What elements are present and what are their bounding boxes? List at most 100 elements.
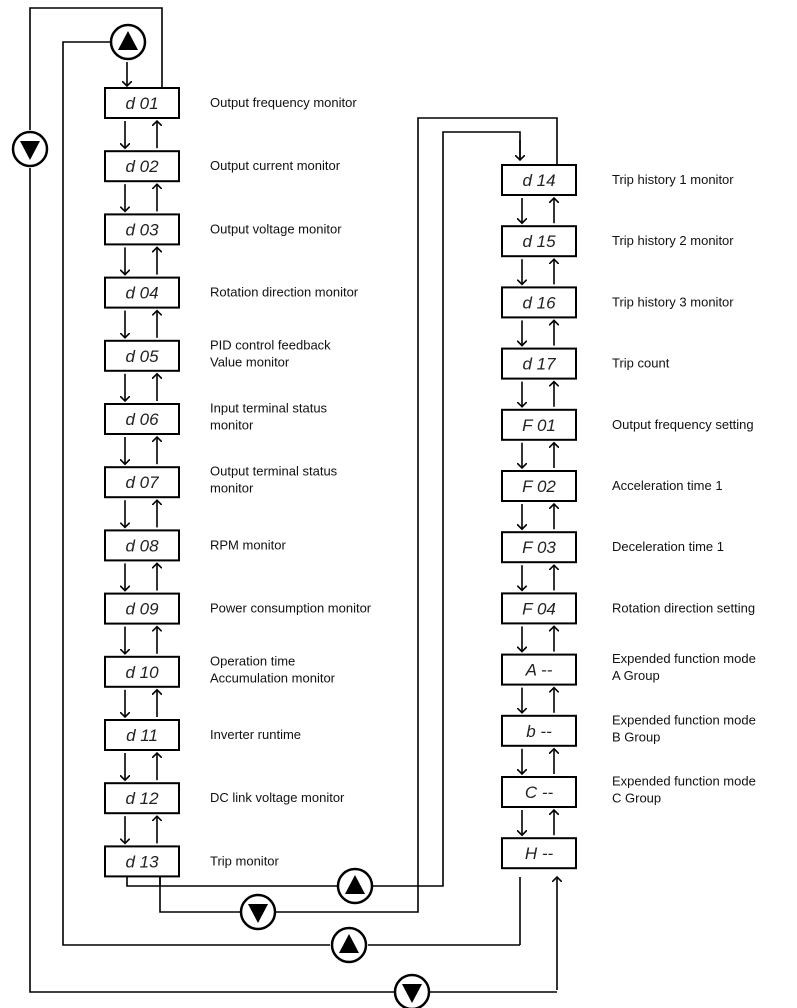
parameter-item[interactable]: d 04 Rotation direction monitor: [104, 276, 359, 338]
parameter-box[interactable]: [501, 408, 577, 441]
parameter-description: Power consumption monitor: [210, 601, 372, 616]
parameter-description: C Group: [612, 791, 661, 806]
parameter-description: Expended function mode: [612, 651, 756, 666]
parameter-item[interactable]: d 08 RPM monitor: [104, 529, 287, 590]
bottom-up-button[interactable]: [330, 926, 368, 964]
parameter-code: d 10: [125, 663, 159, 682]
parameter-box[interactable]: [104, 150, 180, 183]
parameter-code: d 11: [126, 726, 158, 745]
down-triangle-icon: [402, 984, 422, 1003]
parameter-box[interactable]: [104, 87, 180, 119]
parameter-description: Value monitor: [210, 354, 290, 369]
parameter-item[interactable]: d 01 Output frequency monitor: [104, 87, 357, 148]
parameter-item[interactable]: H --: [501, 837, 577, 870]
parameter-description: Trip monitor: [210, 853, 280, 868]
d14-to-d13-down-button[interactable]: [239, 893, 277, 931]
parameter-code: d 02: [125, 157, 159, 176]
parameter-box[interactable]: [501, 653, 577, 686]
parameter-box[interactable]: [104, 655, 180, 688]
parameter-description: Input terminal status: [210, 401, 328, 416]
parameter-code: d 01: [125, 94, 158, 113]
d13-to-d14-up-button[interactable]: [336, 867, 374, 905]
parameter-description: Deceleration time 1: [612, 539, 724, 554]
parameter-box[interactable]: [104, 845, 180, 878]
parameter-box[interactable]: [501, 837, 577, 870]
parameter-box[interactable]: [501, 714, 577, 747]
parameter-description: Expended function mode: [612, 774, 756, 789]
parameter-box[interactable]: [104, 213, 180, 246]
parameter-code: d 08: [125, 536, 159, 555]
parameter-code: F 03: [522, 538, 556, 557]
parameter-code: d 15: [522, 232, 556, 251]
parameter-code: d 12: [125, 789, 159, 808]
parameter-description: Trip history 2 monitor: [612, 233, 734, 248]
parameter-description: A Group: [612, 668, 660, 683]
parameter-box[interactable]: [104, 719, 180, 751]
parameter-code: d 14: [522, 171, 555, 190]
parameter-description: Output voltage monitor: [210, 221, 342, 236]
parameter-description: Operation time: [210, 653, 295, 668]
parameter-box[interactable]: [501, 164, 577, 196]
parameter-code: F 02: [522, 477, 556, 496]
parameter-description: Output frequency monitor: [210, 95, 357, 110]
parameter-code: d 04: [125, 284, 158, 303]
parameter-item[interactable]: F 03 Deceleration time 1: [501, 531, 724, 590]
parameter-box[interactable]: [501, 776, 577, 808]
parameter-description: Expended function mode: [612, 712, 756, 727]
parameter-item[interactable]: d 12 DC link voltage monitor: [104, 782, 345, 843]
parameter-item[interactable]: d 03 Output voltage monitor: [104, 213, 342, 274]
parameter-item[interactable]: d 14 Trip history 1 monitor: [501, 164, 734, 223]
parameter-item[interactable]: d 15 Trip history 2 monitor: [501, 225, 734, 284]
top-up-button[interactable]: [109, 23, 147, 61]
parameter-box[interactable]: [104, 529, 180, 562]
loop-lines: [29, 7, 558, 993]
parameter-box[interactable]: [501, 531, 577, 564]
down-triangle-icon: [248, 904, 268, 923]
parameter-code: d 17: [522, 355, 556, 374]
parameter-box[interactable]: [501, 470, 577, 502]
parameter-description: monitor: [210, 418, 254, 433]
bottom-down-button[interactable]: [393, 973, 431, 1008]
parameter-description: RPM monitor: [210, 537, 287, 552]
loop-arrowheads: [127, 62, 557, 990]
parameter-box[interactable]: [104, 339, 180, 372]
parameter-description: Rotation direction monitor: [210, 285, 359, 300]
parameter-code: d 05: [125, 347, 159, 366]
parameter-code: d 03: [125, 220, 159, 239]
left-down-button[interactable]: [11, 130, 49, 168]
parameter-box[interactable]: [501, 225, 577, 258]
parameter-box[interactable]: [104, 466, 180, 499]
parameter-description: Trip history 1 monitor: [612, 172, 734, 187]
parameter-description: Rotation direction setting: [612, 600, 755, 615]
parameter-description: Accumulation monitor: [210, 670, 336, 685]
parameter-description: B Group: [612, 729, 660, 744]
parameter-box[interactable]: [501, 347, 577, 380]
parameter-box[interactable]: [104, 592, 180, 625]
parameter-box[interactable]: [104, 403, 180, 435]
parameter-box[interactable]: [104, 276, 180, 309]
parameter-description: DC link voltage monitor: [210, 790, 345, 805]
up-triangle-icon: [339, 934, 359, 953]
parameter-code: d 16: [522, 293, 556, 312]
parameter-box[interactable]: [501, 286, 577, 319]
parameter-box[interactable]: [501, 592, 577, 625]
parameter-description: Output terminal status: [210, 464, 338, 479]
parameter-box[interactable]: [104, 782, 180, 815]
